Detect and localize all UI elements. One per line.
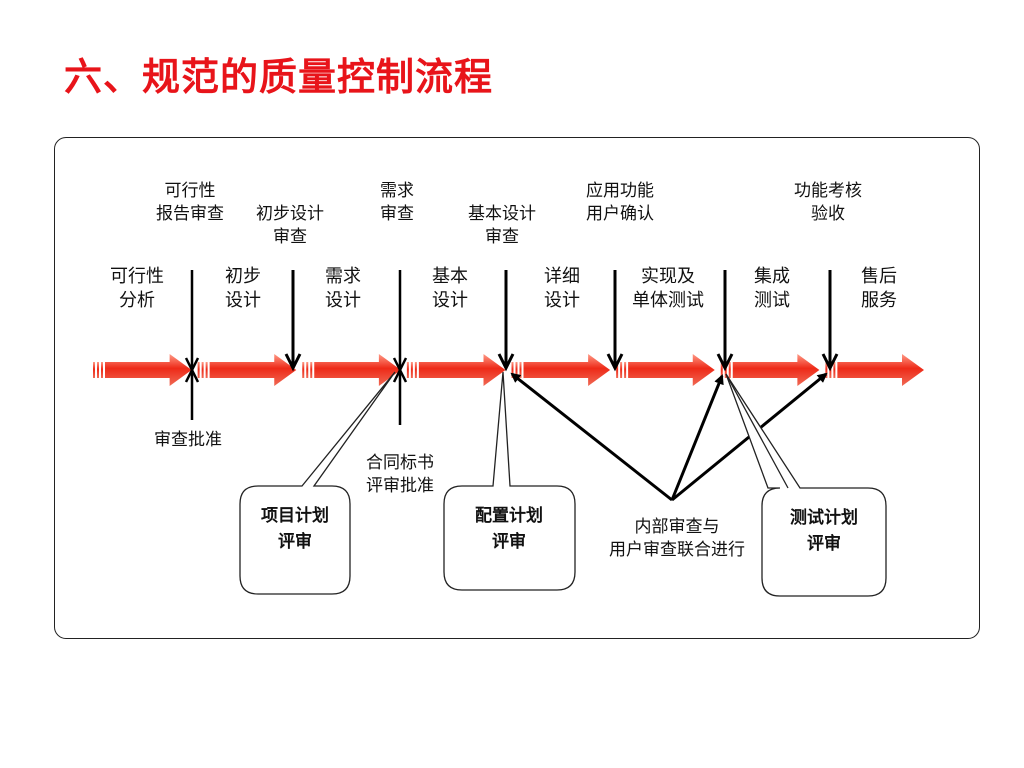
review-function-acceptance: 功能考核 验收	[794, 181, 862, 224]
milestone-feasibility-up-head	[184, 367, 200, 383]
phase-integration: 集成 测试	[754, 266, 790, 311]
review-basic-design: 基本设计 审查	[468, 204, 536, 247]
flow-arrow-implementation	[616, 354, 715, 386]
phase-detailed: 详细 设计	[544, 266, 580, 311]
flow-arrow-detailed	[511, 354, 611, 386]
plan-review-bubbles	[239, 371, 887, 597]
review-app-function-confirm: 应用功能 用户确认	[586, 181, 654, 224]
joint-arrow-to-integration	[670, 374, 724, 501]
review-feasibility-report: 可行性 报告审查	[156, 181, 224, 224]
approval-review: 审查批准	[154, 430, 222, 450]
flow-arrow-preliminary	[197, 354, 297, 386]
phase-aftersales: 售后 服务	[861, 266, 897, 311]
flow-arrow-basic	[406, 354, 506, 386]
phase-basic: 基本 设计	[432, 266, 468, 311]
test-plan-bubble	[725, 373, 887, 597]
milestone-preliminary-head	[284, 353, 302, 372]
phase-feasibility: 可行性 分析	[110, 266, 164, 311]
flow-arrows	[93, 354, 924, 386]
milestone-acceptance-head	[821, 353, 839, 372]
config-plan-review-text: 配置计划 评审	[475, 506, 543, 552]
phase-requirements: 需求 设计	[325, 266, 361, 311]
test-bubble-extra-tail	[725, 373, 789, 489]
flow-arrow-feasibility	[93, 354, 192, 386]
project-plan-review-text: 项目计划 评审	[261, 506, 329, 552]
approval-contract-review: 合同标书 评审批准	[366, 453, 434, 496]
phase-preliminary: 初步 设计	[225, 266, 261, 311]
phase-implementation: 实现及 单体测试	[632, 266, 704, 311]
review-preliminary-design: 初步设计 审查	[256, 204, 324, 247]
milestone-requirements-up-head	[392, 367, 408, 383]
flow-arrow-aftersales	[825, 354, 924, 386]
joint-arrow-to-basic	[510, 372, 673, 502]
flow-arrow-integration	[720, 354, 820, 386]
test-plan-review-text: 测试计划 评审	[790, 508, 858, 554]
milestone-app-confirm-head	[606, 353, 624, 372]
project-plan-bubble	[239, 371, 396, 595]
review-requirements: 需求 审查	[380, 181, 414, 224]
milestone-lines	[184, 270, 839, 425]
milestone-integration-head	[716, 353, 734, 372]
joint-review-note: 内部审查与 用户审查联合进行	[609, 517, 745, 560]
config-plan-bubble	[443, 371, 576, 591]
flow-arrow-requirements	[302, 354, 401, 386]
page-title: 六、规范的质量控制流程	[64, 55, 494, 99]
milestone-basic-head	[497, 353, 515, 372]
